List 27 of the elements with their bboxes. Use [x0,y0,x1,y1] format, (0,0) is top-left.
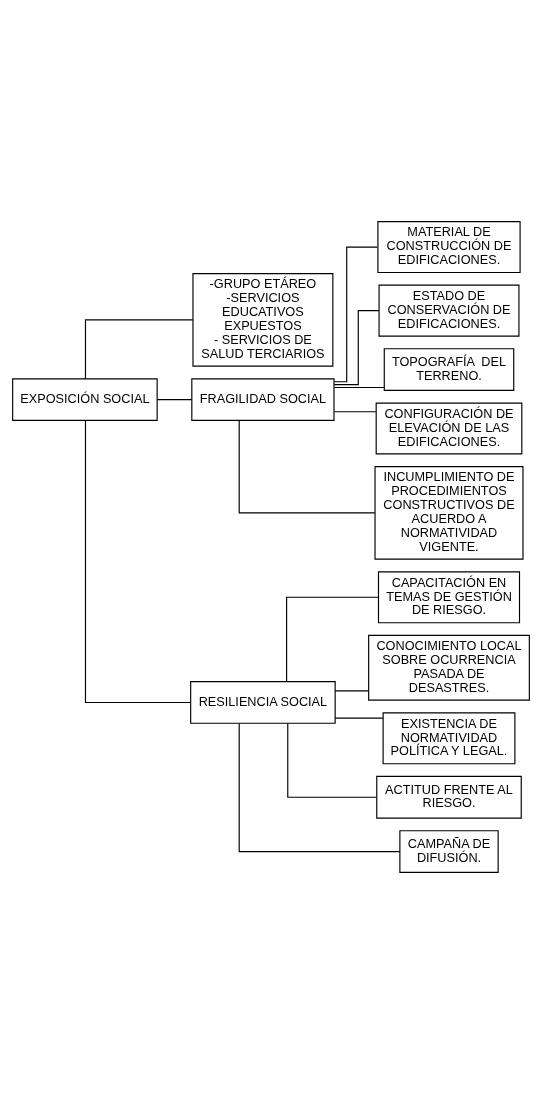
connector [334,689,369,691]
node-box: CAPACITACIÓN EN TEMAS DE GESTIÓN DE RIESGO. [377,570,521,623]
connector [286,596,379,682]
connector [287,722,377,798]
node-box: FRAGILIDAD SOCIAL [191,377,335,421]
node-box: INCUMPLIMIENTO DE PROCEDIMIENTOS CONSTRUCTIVOS DE ACUERDO A NORMATIVIDAD VIGENTE. [374,465,524,560]
connector [333,245,378,382]
node-box: CAMPAÑA DE DIFUSIÓN. [399,829,499,873]
node-box: TOPOGRAFÍA DEL TERRENO. [383,347,515,391]
node-box: ESTADO DE CONSERVACIÓN DE EDIFICACIONES. [378,284,520,337]
connector [333,410,377,412]
node-box: -GRUPO ETÁREO -SERVICIOS EDUCATIVOS EXPUESTOS - SERVICIOS DE SALUD TERCIARIOS [192,272,334,367]
node-box: ACTITUD FRENTE AL RIESGO. [376,775,522,819]
connector [84,318,194,379]
connector [333,309,380,385]
connector [334,717,384,719]
node-box: EXPOSICIÓN SOCIAL [12,377,158,421]
connector [238,722,401,852]
connector [156,398,193,400]
node-box: CONFIGURACIÓN DE ELEVACIÓN DE LAS EDIFICACIONES. [375,402,523,455]
connector [84,419,191,703]
node-box: EXISTENCIA DE NORMATIVIDAD POLÍTICA Y LEGAL. [382,711,516,764]
node-box: MATERIAL DE CONSTRUCCIÓN DE EDIFICACIONES. [377,220,521,273]
connector [333,386,385,388]
node-box: CONOCIMIENTO LOCAL SOBRE OCURRENCIA PASADA DE DESASTRES. [368,634,530,701]
node-box: RESILIENCIA SOCIAL [190,680,336,724]
connector [238,419,376,513]
